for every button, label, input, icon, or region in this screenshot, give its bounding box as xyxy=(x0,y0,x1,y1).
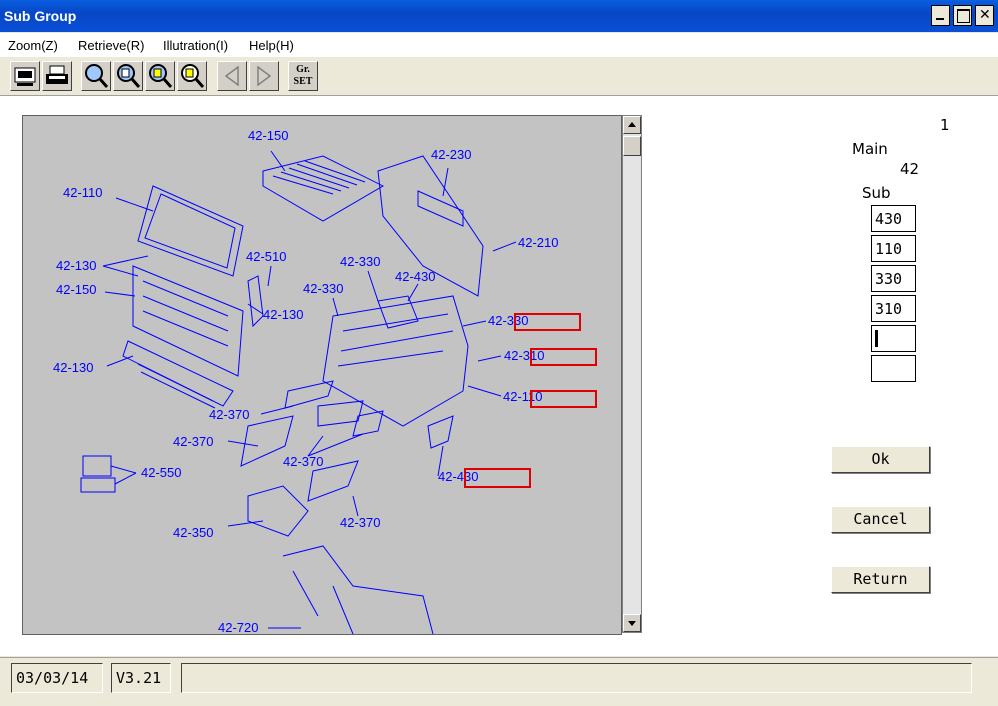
minimize-icon xyxy=(936,18,944,20)
zoom-in-icon xyxy=(117,64,141,88)
front-frame-drawing xyxy=(122,185,264,409)
scroll-up-button[interactable] xyxy=(623,116,641,134)
leader-lines xyxy=(102,150,517,629)
selection-highlight xyxy=(464,468,531,488)
next-arrow-icon xyxy=(257,65,272,87)
selection-highlight xyxy=(514,313,581,331)
floor-drawing xyxy=(322,295,469,427)
part-label[interactable]: 42-330 xyxy=(303,281,343,296)
text-cursor xyxy=(875,330,878,347)
set-label: SET xyxy=(293,76,313,87)
part-label[interactable]: 42-370 xyxy=(340,515,380,530)
part-label[interactable]: 42-370 xyxy=(283,454,323,469)
previous-button[interactable] xyxy=(217,61,247,91)
title-bar: Sub Group ✕ xyxy=(0,0,998,32)
ok-button[interactable]: Ok xyxy=(831,446,930,473)
part-label[interactable]: 42-150 xyxy=(248,128,288,143)
window-title: Sub Group xyxy=(4,8,77,24)
part-label[interactable]: 42-310 xyxy=(504,348,544,363)
maximize-button[interactable] xyxy=(953,5,972,26)
part-label[interactable]: 42-210 xyxy=(518,235,558,250)
sub-field-1[interactable]: 430 xyxy=(871,205,916,232)
toolbar: Gr. SET xyxy=(0,58,998,96)
part-label[interactable]: 42-430 xyxy=(438,469,478,484)
part-label[interactable]: 42-720 xyxy=(218,620,258,634)
zoom-page-button[interactable] xyxy=(145,61,175,91)
sub-field-4[interactable]: 310 xyxy=(871,295,916,322)
printer-button[interactable] xyxy=(42,61,72,91)
part-label[interactable]: 42-510 xyxy=(246,249,286,264)
bracket-drawings xyxy=(80,380,454,634)
zoom-out-icon xyxy=(181,64,205,88)
sub-field-3[interactable]: 330 xyxy=(871,265,916,292)
sub-field-6[interactable] xyxy=(871,355,916,382)
status-message xyxy=(181,663,972,693)
printer-icon xyxy=(46,65,68,84)
close-button[interactable]: ✕ xyxy=(975,5,994,26)
menu-bar: Zoom(Z) Retrieve(R) Illutration(I) Help(… xyxy=(0,33,998,57)
sub-field-5[interactable] xyxy=(871,325,916,352)
part-label[interactable]: 42-550 xyxy=(141,465,181,480)
zoom-out-button[interactable] xyxy=(177,61,207,91)
scroll-thumb[interactable] xyxy=(623,136,641,156)
selection-highlight xyxy=(530,348,597,366)
gr-set-button[interactable]: Gr. SET xyxy=(288,61,318,91)
part-label[interactable]: 42-430 xyxy=(395,269,435,284)
sub-field-2[interactable]: 110 xyxy=(871,235,916,262)
menu-help[interactable]: Help(H) xyxy=(249,38,294,53)
part-label[interactable]: 42-230 xyxy=(431,147,471,162)
part-label[interactable]: 42-130 xyxy=(53,360,93,375)
page-number: 1 xyxy=(940,116,950,134)
status-date: 03/03/14 xyxy=(11,663,103,693)
prev-arrow-icon xyxy=(224,65,239,87)
return-button[interactable]: Return xyxy=(831,566,930,593)
menu-retrieve[interactable]: Retrieve(R) xyxy=(78,38,145,53)
zoom-page-icon xyxy=(149,64,173,88)
part-label[interactable]: 42-330 xyxy=(340,254,380,269)
part-label[interactable]: 42-350 xyxy=(173,525,213,540)
close-icon: ✕ xyxy=(979,7,991,23)
print-button[interactable] xyxy=(10,61,40,91)
status-bar xyxy=(0,657,998,706)
status-version: V3.21 xyxy=(111,663,171,693)
part-label[interactable]: 42-130 xyxy=(263,307,303,322)
main-label: Main xyxy=(852,140,888,158)
selection-highlight xyxy=(530,390,597,408)
arrow-down-icon xyxy=(628,621,636,626)
part-label[interactable]: 42-110 xyxy=(503,389,543,404)
zoom-button[interactable] xyxy=(81,61,111,91)
roof-drawing xyxy=(262,155,385,222)
part-label[interactable]: 42-330 xyxy=(488,313,528,328)
print-icon xyxy=(14,67,36,86)
menu-illustration[interactable]: Illutration(I) xyxy=(163,38,229,53)
zoom-in-button[interactable] xyxy=(113,61,143,91)
part-label[interactable]: 42-110 xyxy=(63,185,103,200)
arrow-up-icon xyxy=(628,122,636,127)
gr-label: Gr. xyxy=(296,64,310,75)
minimize-button[interactable] xyxy=(931,5,950,26)
parts-illustration[interactable]: 42-150 42-230 42-110 42-210 42-130 42-51… xyxy=(22,115,622,635)
cancel-button[interactable]: Cancel xyxy=(831,506,930,533)
vertical-scrollbar[interactable] xyxy=(622,115,642,633)
scroll-down-button[interactable] xyxy=(623,614,641,632)
main-value: 42 xyxy=(900,160,920,178)
part-label[interactable]: 42-370 xyxy=(209,407,249,422)
part-label[interactable]: 42-370 xyxy=(173,434,213,449)
maximize-icon xyxy=(957,9,970,23)
menu-zoom[interactable]: Zoom(Z) xyxy=(8,38,58,53)
part-label[interactable]: 42-150 xyxy=(56,282,96,297)
next-button[interactable] xyxy=(249,61,279,91)
rear-panel-drawing xyxy=(377,155,484,297)
sub-label: Sub xyxy=(862,184,891,202)
zoom-icon xyxy=(85,64,109,88)
parts-diagram: 42-150 42-230 42-110 42-210 42-130 42-51… xyxy=(53,128,597,634)
part-label[interactable]: 42-130 xyxy=(56,258,96,273)
